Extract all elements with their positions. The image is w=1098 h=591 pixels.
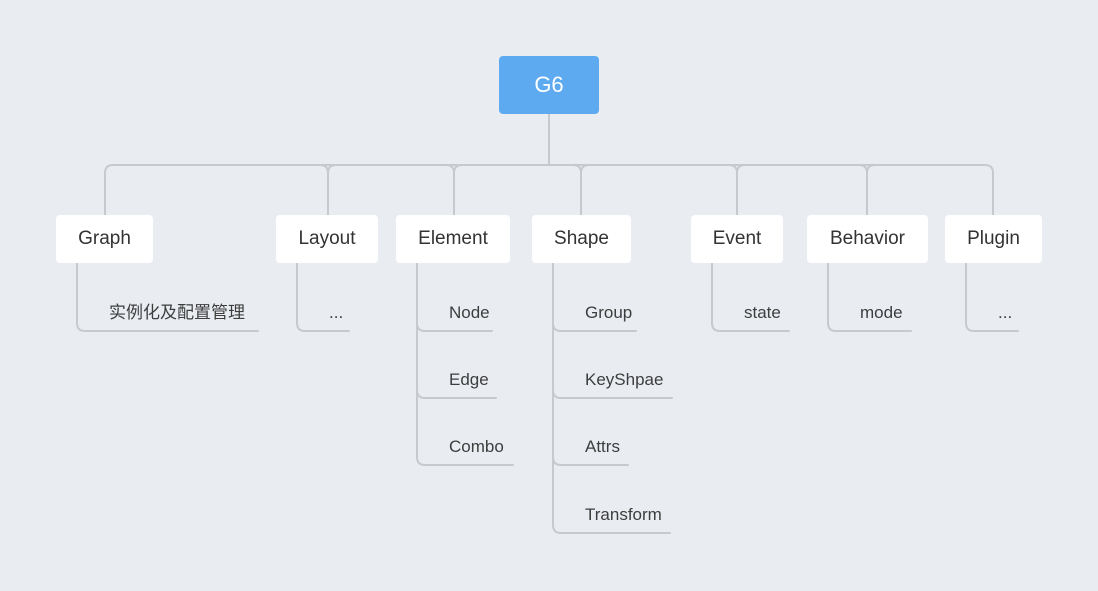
branch-drop-line <box>104 164 114 216</box>
leaf-underline <box>552 322 637 332</box>
leaf-node-behavior-mode[interactable]: mode <box>860 303 903 322</box>
leaf-node-shape-group[interactable]: Group <box>585 303 633 322</box>
root-node-label: G6 <box>534 72 564 97</box>
branch-label: Shape <box>554 228 609 249</box>
branch-label: Behavior <box>830 228 905 249</box>
leaf-underline <box>552 524 671 534</box>
branch-node-element[interactable]: Element <box>396 215 510 263</box>
branch-node-layout[interactable]: Layout <box>276 215 378 263</box>
branch-drop-line <box>728 164 746 216</box>
branch-label: Graph <box>78 228 131 249</box>
branch-node-plugin[interactable]: Plugin <box>945 215 1042 263</box>
branch-node-graph[interactable]: Graph <box>56 215 153 263</box>
leaf-node-shape-attrs[interactable]: Attrs <box>585 437 620 456</box>
branch-node-event[interactable]: Event <box>691 215 783 263</box>
leaf-underline <box>552 389 673 399</box>
leaf-node-element-node[interactable]: Node <box>449 303 490 322</box>
branch-drop-line <box>445 164 463 216</box>
leaf-underline <box>416 389 497 399</box>
leaf-node-plugin-ellipsis[interactable]: ... <box>998 303 1013 322</box>
branch-drop-line <box>572 164 590 216</box>
branch-drop-line <box>319 164 337 216</box>
leaf-node-graph-instance-config[interactable]: 实例化及配置管理 <box>109 303 245 322</box>
leaf-underline <box>416 456 514 466</box>
leaf-underline <box>827 322 912 332</box>
leaf-node-shape-transform[interactable]: Transform <box>585 505 662 524</box>
root-node-g6[interactable]: G6 <box>499 56 599 114</box>
branch-label: Layout <box>298 228 356 249</box>
leaf-underline <box>965 322 1019 332</box>
branch-label: Element <box>418 228 488 249</box>
leaf-node-element-edge[interactable]: Edge <box>449 370 489 389</box>
leaf-node-layout-ellipsis[interactable]: ... <box>329 303 344 322</box>
leaf-node-event-state[interactable]: state <box>744 303 781 322</box>
branch-node-behavior[interactable]: Behavior <box>807 215 928 263</box>
leaf-underline <box>711 322 790 332</box>
leaf-node-element-combo[interactable]: Combo <box>449 437 504 456</box>
leaf-node-shape-keyshape[interactable]: KeyShpae <box>585 370 664 389</box>
leaf-underline <box>296 322 350 332</box>
branch-drop-line <box>858 164 876 216</box>
branch-node-shape[interactable]: Shape <box>532 215 631 263</box>
leaf-underline <box>416 322 493 332</box>
leaf-underline <box>552 456 629 466</box>
branch-label: Event <box>712 228 762 249</box>
leaf-underline <box>76 322 259 332</box>
branch-label: Plugin <box>967 228 1020 249</box>
branch-drop-line <box>984 164 994 216</box>
